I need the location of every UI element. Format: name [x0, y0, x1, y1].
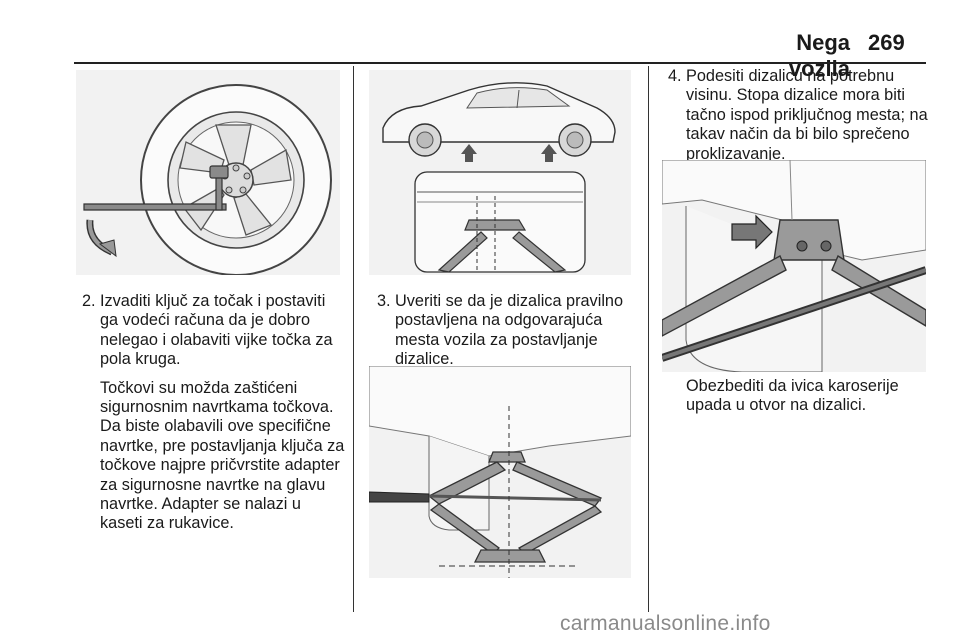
header-rule	[74, 62, 926, 64]
car-jacking-points-illustration	[369, 70, 631, 275]
step-number: 2.	[82, 292, 96, 310]
note-text: Obezbediti da ivica karoserije upada u o…	[686, 377, 899, 415]
step-text: Podesiti dizalicu na potrebnu visinu. St…	[686, 67, 928, 163]
step-number: 3.	[377, 292, 391, 310]
wheel-wrench-illustration	[76, 70, 340, 275]
column-separator-1	[353, 66, 354, 612]
column-separator-2	[648, 66, 649, 612]
page-number: 269	[868, 30, 905, 55]
watermark: carmanualsonline.info	[560, 612, 771, 635]
note-block: Obezbediti da ivica karoserije upada u o…	[686, 377, 926, 416]
scissor-jack-illustration	[369, 366, 631, 578]
step-3-block: 3. Uveriti se da je dizalica pravilno po…	[377, 292, 637, 370]
step-number: 4.	[668, 67, 682, 85]
step-4-block: 4. Podesiti dizalicu na potrebnu visinu.…	[668, 67, 930, 164]
note-text: Točkovi su možda zaštićeni sigurnosnim n…	[100, 378, 345, 533]
step-text: Uveriti se da je dizalica pravilno posta…	[395, 292, 624, 369]
running-header-title: Nega vozila	[788, 30, 850, 81]
jack-head-detail-illustration	[662, 160, 926, 372]
step-text: Izvaditi ključ za točak i postaviti ga v…	[100, 292, 333, 369]
step-2-block: 2. Izvaditi ključ za točak i postaviti g…	[82, 292, 347, 534]
